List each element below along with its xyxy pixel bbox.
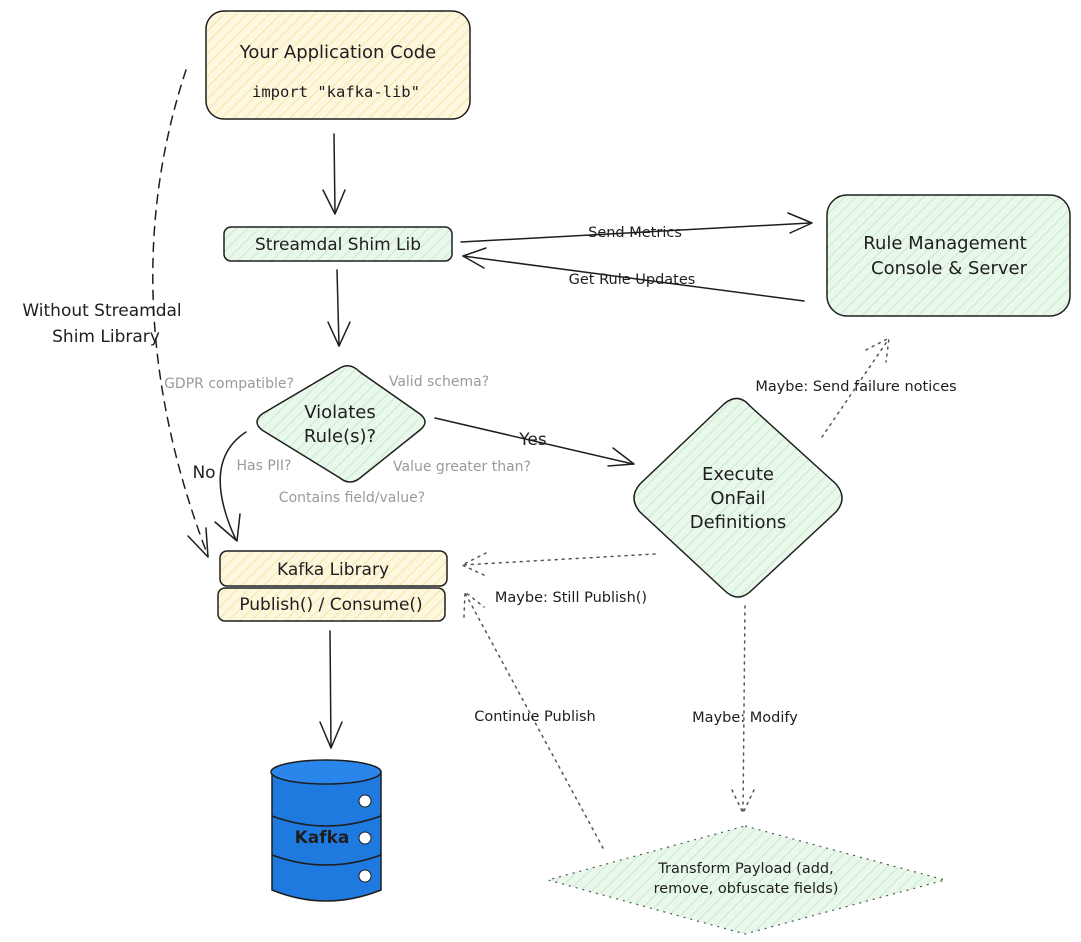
get-rule-updates-label: Get Rule Updates bbox=[569, 272, 696, 288]
app-code-node[interactable]: Your Application Code import "kafka-lib" bbox=[205, 10, 471, 120]
kafka-db-label: Kafka bbox=[295, 828, 350, 848]
rule-server-line1: Rule Management bbox=[863, 233, 1026, 254]
edge-still-publish: Maybe: Still Publish() bbox=[461, 552, 656, 606]
rule-hints: GDPR compatible? Valid schema? Has PII? … bbox=[164, 374, 531, 506]
edge-without-shim: Without Streamdal Shim Library bbox=[22, 69, 209, 558]
execute-line3: Definitions bbox=[690, 512, 787, 533]
shim-lib-label: Streamdal Shim Lib bbox=[255, 235, 421, 255]
execute-line2: OnFail bbox=[710, 488, 765, 509]
kafka-database[interactable]: Kafka bbox=[270, 759, 382, 902]
transform-payload-node[interactable]: Transform Payload (add, remove, obfuscat… bbox=[545, 825, 948, 935]
hint-gdpr: GDPR compatible? bbox=[164, 376, 294, 392]
transform-line1: Transform Payload (add, bbox=[657, 861, 833, 877]
violates-rules-decision[interactable]: Violates Rule(s)? bbox=[256, 365, 426, 483]
edge-send-failure-notices: Maybe: Send failure notices bbox=[755, 337, 957, 438]
hint-valid-schema: Valid schema? bbox=[389, 374, 489, 390]
shim-lib-node[interactable]: Streamdal Shim Lib bbox=[223, 226, 453, 262]
edge-yes: Yes bbox=[434, 417, 635, 467]
violates-line2: Rule(s)? bbox=[304, 426, 376, 447]
rule-server-node[interactable]: Rule Management Console & Server bbox=[826, 194, 1071, 317]
hint-contains-field: Contains field/value? bbox=[279, 490, 425, 506]
execute-line1: Execute bbox=[702, 464, 774, 485]
edge-no: No bbox=[192, 431, 247, 542]
edge-lib-to-db bbox=[319, 630, 343, 749]
edge-continue-publish: Continue Publish bbox=[463, 591, 604, 849]
without-shim-line1: Without Streamdal bbox=[22, 301, 181, 321]
kafka-library-methods: Publish() / Consume() bbox=[239, 595, 422, 615]
rule-server-line2: Console & Server bbox=[871, 258, 1028, 279]
app-code-import: import "kafka-lib" bbox=[252, 83, 420, 101]
without-shim-line2: Shim Library bbox=[52, 327, 160, 347]
continue-publish-label: Continue Publish bbox=[474, 709, 596, 725]
send-failure-label: Maybe: Send failure notices bbox=[755, 379, 956, 395]
edge-shim-to-violates bbox=[327, 269, 351, 347]
no-label: No bbox=[192, 463, 215, 483]
kafka-library-node[interactable]: Kafka Library Publish() / Consume() bbox=[217, 550, 448, 622]
edge-get-rule-updates: Get Rule Updates bbox=[462, 247, 805, 302]
app-code-title: Your Application Code bbox=[239, 42, 437, 63]
execute-onfail-decision[interactable]: Execute OnFail Definitions bbox=[633, 397, 843, 598]
edge-modify: Maybe: Modify bbox=[692, 605, 798, 814]
modify-label: Maybe: Modify bbox=[692, 710, 798, 726]
edge-send-metrics: Send Metrics bbox=[460, 212, 813, 243]
edge-app-to-shim bbox=[322, 133, 346, 215]
hint-has-pii: Has PII? bbox=[237, 458, 292, 474]
still-publish-label: Maybe: Still Publish() bbox=[495, 590, 647, 606]
violates-line1: Violates bbox=[304, 402, 375, 423]
hint-value-greater: Value greater than? bbox=[393, 459, 531, 475]
yes-label: Yes bbox=[518, 430, 547, 450]
send-metrics-label: Send Metrics bbox=[588, 225, 682, 241]
kafka-library-title: Kafka Library bbox=[277, 560, 389, 580]
transform-line2: remove, obfuscate fields) bbox=[654, 881, 839, 897]
